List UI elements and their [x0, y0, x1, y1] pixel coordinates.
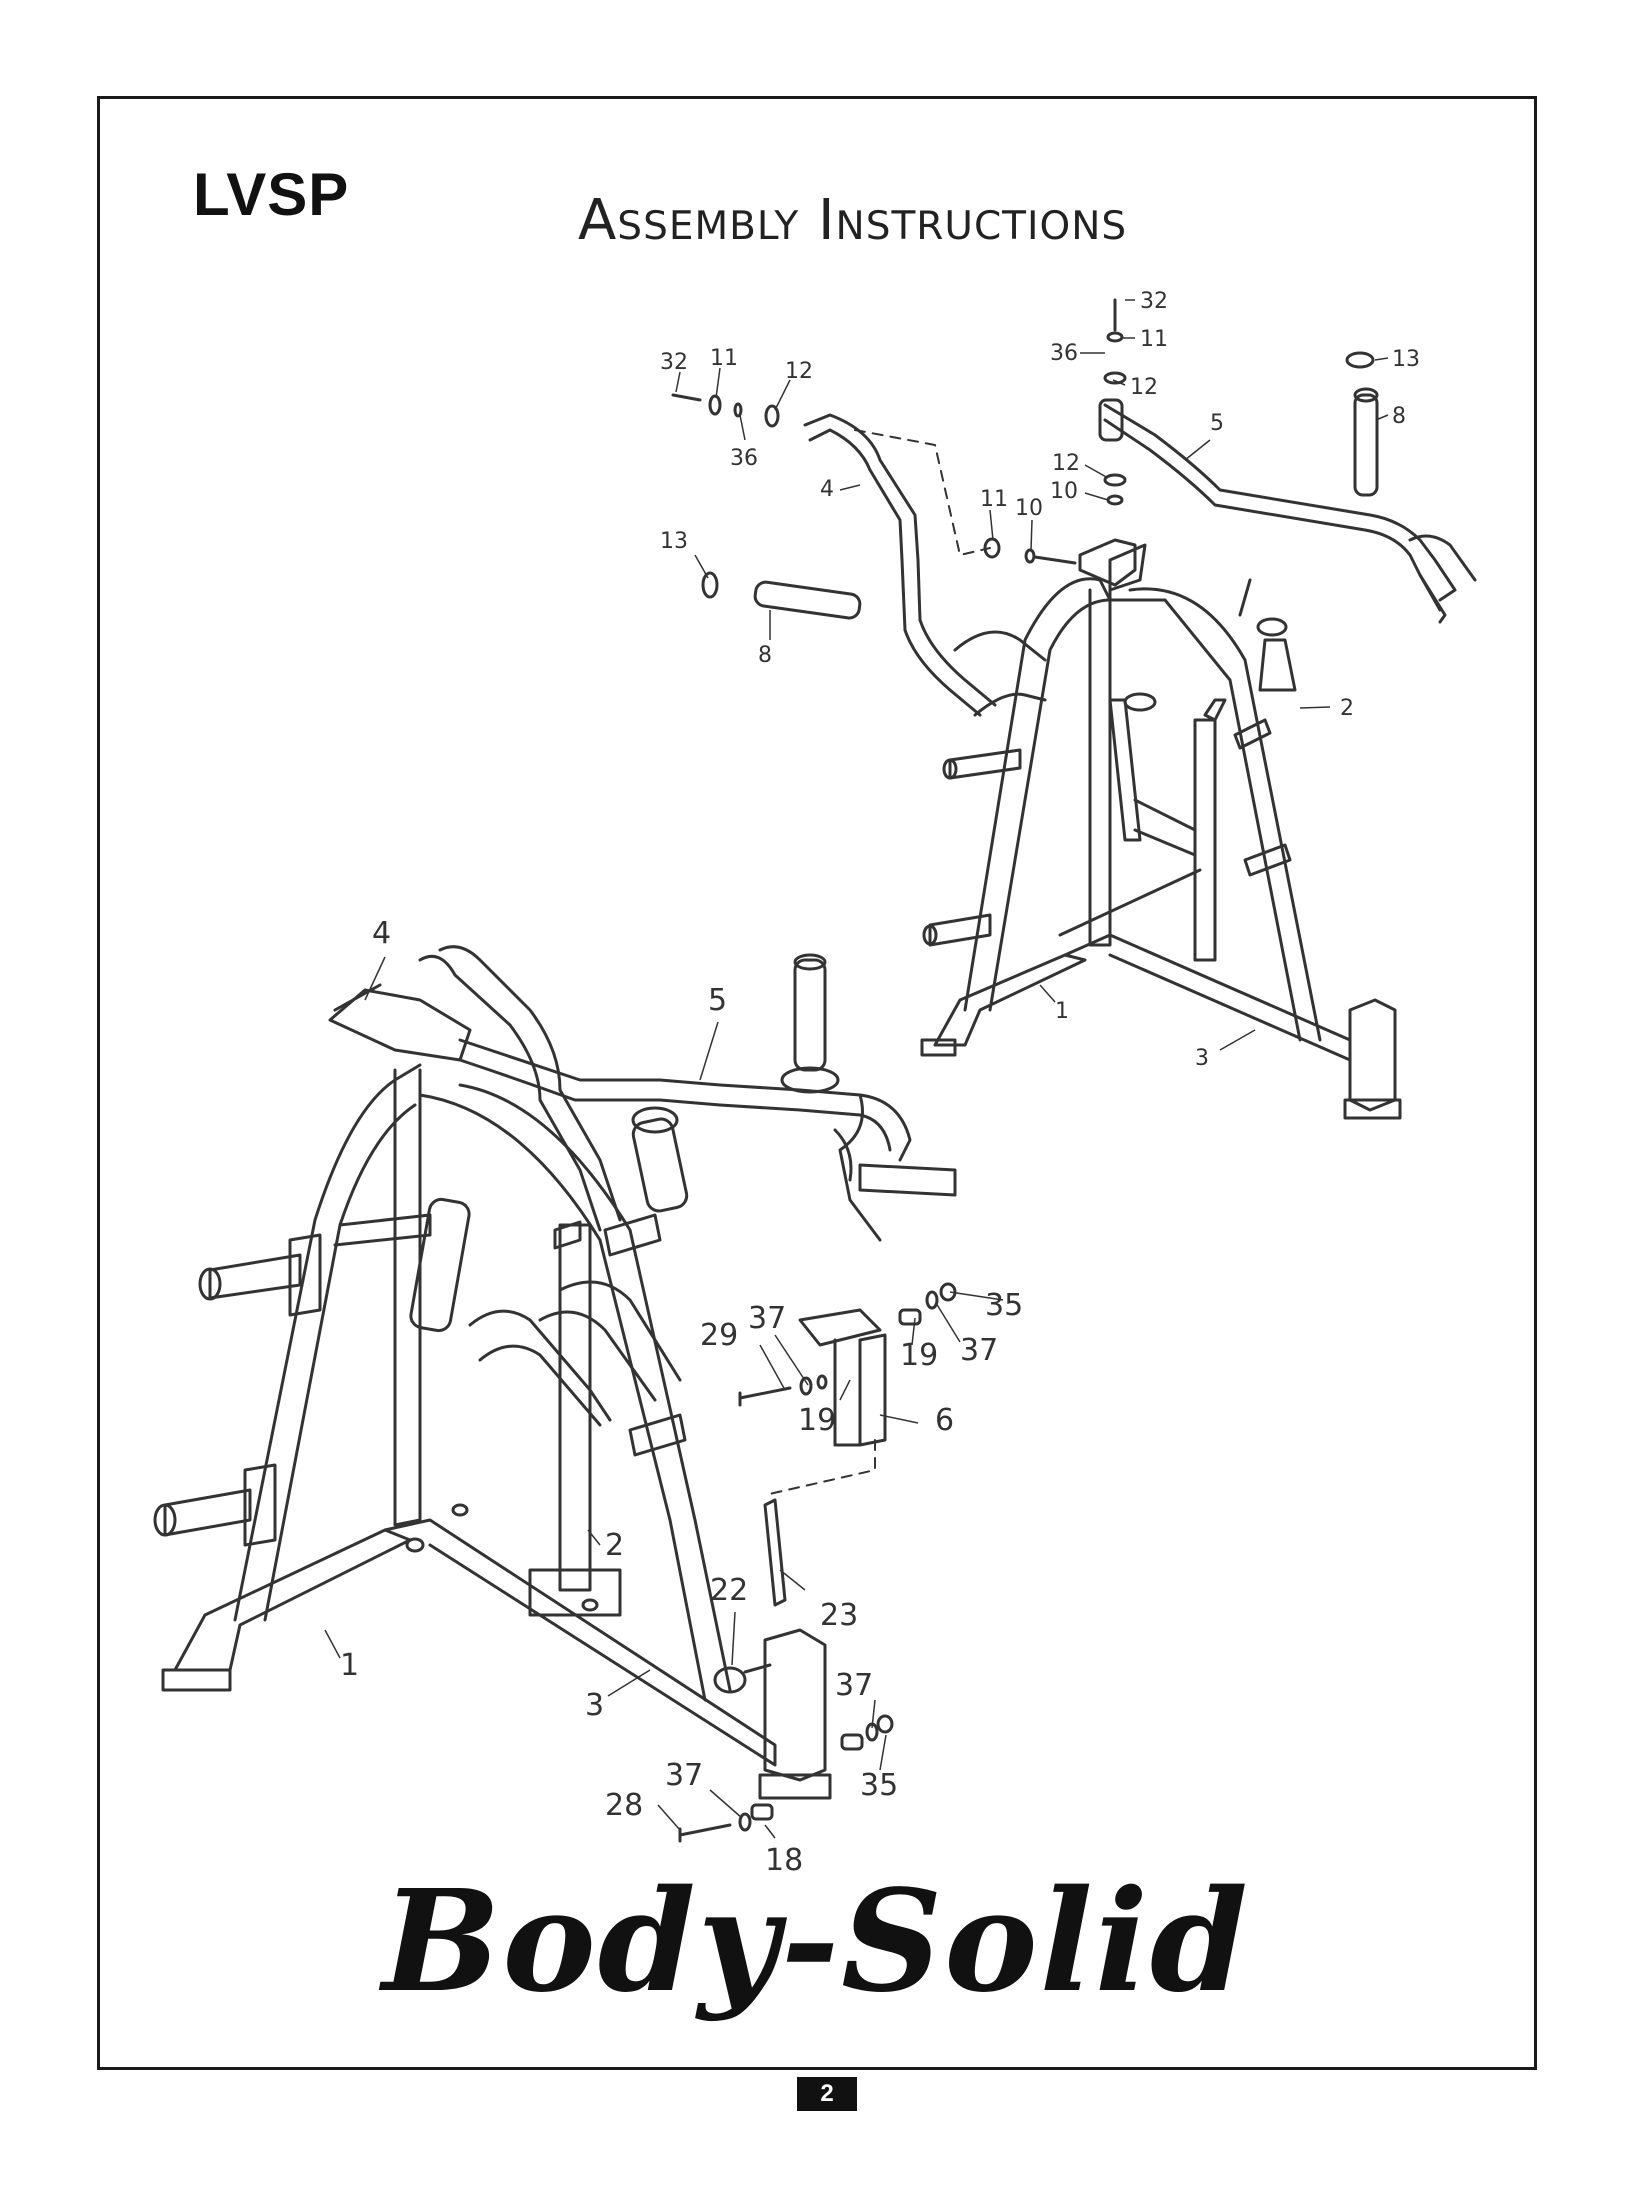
exploded-frame-drawing: [673, 300, 1475, 1118]
callout-4: 4: [820, 477, 834, 502]
callout-37: 37: [665, 1758, 703, 1793]
callout-1: 1: [340, 1648, 359, 1683]
callout-32: 32: [660, 350, 688, 375]
callout-5: 5: [708, 983, 727, 1018]
callout-37: 37: [748, 1301, 786, 1336]
callout-19: 19: [798, 1403, 836, 1438]
brand-logo: Body-Solid: [0, 1860, 1632, 2024]
callout-2: 2: [605, 1528, 624, 1563]
callout-11: 11: [710, 346, 738, 371]
callout-10: 10: [1015, 496, 1043, 521]
callout-3: 3: [1195, 1046, 1209, 1071]
callout-37: 37: [835, 1668, 873, 1703]
callout-13: 13: [660, 529, 688, 554]
callout-10: 10: [1050, 479, 1078, 504]
callout-28: 28: [605, 1788, 643, 1823]
callout-12: 12: [1052, 451, 1080, 476]
callout-35: 35: [985, 1288, 1023, 1323]
callout-32: 32: [1140, 289, 1168, 314]
callout-6: 6: [935, 1403, 954, 1438]
callout-23: 23: [820, 1598, 858, 1633]
callout-35: 35: [860, 1768, 898, 1803]
callout-11: 11: [980, 487, 1008, 512]
callout-5: 5: [1210, 411, 1224, 436]
callout-12: 12: [785, 359, 813, 384]
callout-8: 8: [1392, 404, 1406, 429]
callout-12: 12: [1130, 375, 1158, 400]
callout-2: 2: [1340, 696, 1354, 721]
callout-4: 4: [372, 916, 391, 951]
callout-3: 3: [585, 1688, 604, 1723]
callout-36: 36: [730, 446, 758, 471]
callout-37: 37: [960, 1333, 998, 1368]
callout-29: 29: [700, 1318, 738, 1353]
callout-19: 19: [900, 1338, 938, 1373]
callout-11: 11: [1140, 327, 1168, 352]
callout-8: 8: [758, 643, 772, 668]
callout-36: 36: [1050, 341, 1078, 366]
callout-13: 13: [1392, 347, 1420, 372]
callout-1: 1: [1055, 999, 1069, 1024]
assembled-machine-drawing: [155, 947, 955, 1841]
callout-22: 22: [710, 1573, 748, 1608]
page-number: 2: [797, 2077, 857, 2111]
